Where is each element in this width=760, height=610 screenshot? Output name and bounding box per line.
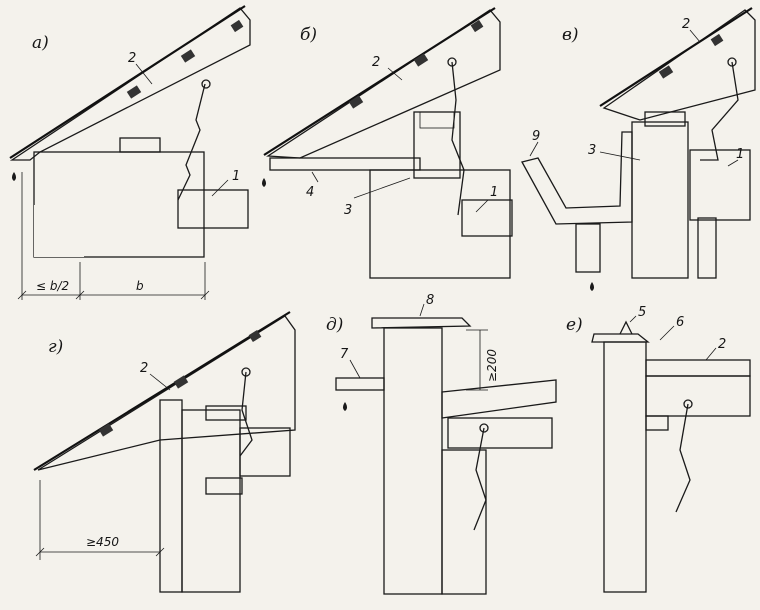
brick-wall [33, 151, 205, 258]
roof-deck [645, 359, 751, 377]
anchor-ring [727, 57, 737, 67]
batten [98, 423, 114, 437]
dimension-parapet-height: ≥200 [485, 349, 499, 382]
callout-2: 2 [372, 55, 380, 70]
roof-deck [441, 379, 557, 419]
anchor-ring [447, 57, 457, 67]
wall-plate [645, 415, 669, 431]
panel-label-e: е) [566, 315, 583, 335]
callout-1: 1 [490, 185, 498, 200]
dimension-overhang: ≤ b/2 [36, 279, 69, 293]
callout-2: 2 [128, 51, 136, 66]
callout-3: 3 [588, 143, 596, 158]
panel-e: е) 5 6 2 [566, 305, 751, 593]
panel-v: в) 2 9 3 1 [521, 7, 756, 291]
callout-1: 1 [736, 147, 744, 162]
callout-6: 6 [676, 315, 684, 330]
cap-flashing [619, 320, 633, 335]
callout-2: 2 [718, 337, 726, 352]
anchor-wire [177, 83, 206, 201]
anchor-ring [479, 423, 489, 433]
brick-parapet-wall [383, 327, 443, 595]
roof-rafter [602, 9, 756, 121]
anchor-wire [451, 61, 465, 216]
batten [413, 53, 429, 67]
callout-3: 3 [344, 203, 352, 218]
parapet-cap [591, 333, 650, 343]
scupper [335, 377, 385, 391]
wall-plate [119, 137, 161, 153]
anchor-ring [201, 79, 211, 89]
roof-covering [263, 7, 496, 156]
batten [658, 65, 674, 79]
callout-7: 7 [340, 347, 349, 362]
anchor-ring [683, 399, 693, 409]
callout-9: 9 [532, 129, 540, 144]
brick-wall [181, 409, 241, 593]
callout-2: 2 [140, 361, 148, 376]
floor-beam [239, 427, 291, 477]
panel-label-d: д) [326, 315, 343, 335]
box-gutter [521, 131, 633, 225]
insulation [697, 217, 717, 279]
floor-beam [461, 199, 513, 237]
anchor-wire [239, 371, 253, 457]
batten [348, 95, 364, 109]
anchor-wire [700, 61, 739, 161]
dimension-overhang-min: ≥450 [86, 535, 119, 549]
panel-b: б) 2 4 3 1 [262, 7, 513, 279]
block-wall [369, 169, 511, 279]
anchor-wire [473, 427, 487, 531]
batten [180, 49, 196, 63]
block-wall [603, 341, 647, 593]
roof-covering [599, 7, 753, 107]
floor-beam [689, 149, 751, 221]
callout-8: 8 [426, 293, 434, 308]
drip-icon [262, 178, 266, 187]
panel-label-g: г) [48, 337, 63, 357]
drip-icon [12, 172, 16, 181]
masonry-pier [413, 111, 461, 179]
floor-beam [645, 375, 751, 417]
callout-5: 5 [638, 305, 646, 320]
brick-wall [631, 121, 689, 279]
callout-2: 2 [682, 17, 690, 32]
batten [470, 19, 484, 33]
panel-label-v: в) [562, 25, 579, 45]
drip-icon [590, 282, 594, 291]
batten [126, 85, 142, 99]
callout-1: 1 [232, 169, 240, 184]
eave-slab [269, 157, 421, 171]
brick-wall [441, 449, 487, 595]
drip-icon [343, 402, 347, 411]
batten [710, 33, 724, 47]
insulation [159, 399, 183, 593]
panel-label-b: б) [300, 25, 317, 45]
panel-a: а) 2 1 ≤ b/2 b [9, 5, 251, 300]
panel-d: д) 8 7 ≥200 [326, 293, 557, 595]
roof-rafter [9, 7, 251, 161]
roof-covering [33, 311, 291, 471]
parapet-coping [371, 317, 472, 329]
callout-4: 4 [306, 185, 314, 200]
batten [248, 329, 262, 343]
batten [173, 375, 189, 389]
roof-covering [9, 5, 246, 159]
dimension-wall-thickness: b [136, 279, 144, 293]
batten [230, 19, 244, 33]
anchor-wire [675, 403, 691, 513]
floor-beam [447, 417, 553, 449]
panel-g: г) 2 ≥450 [33, 311, 296, 593]
anchor-ring [241, 367, 251, 377]
panel-label-a: а) [32, 33, 49, 53]
floor-beam [177, 189, 249, 229]
support-post [575, 223, 601, 273]
